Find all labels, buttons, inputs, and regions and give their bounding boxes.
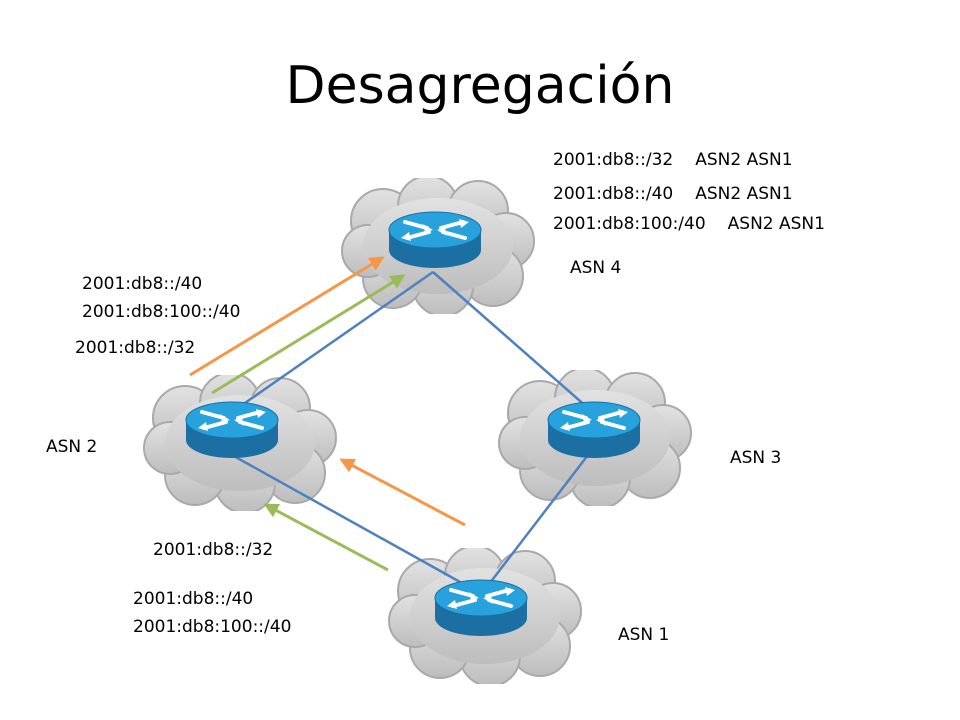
announcement-prefix: 2001:db8::/40 — [133, 589, 254, 609]
arrow-orange-asn1-to-asn2 — [339, 458, 466, 527]
router-asn4-icon — [387, 210, 483, 270]
arrow-green-asn1-to-asn2 — [263, 503, 389, 572]
arrow-orange-asn2-to-asn4 — [189, 256, 385, 377]
asn4-row-prefix: 2001:db8::/40 — [553, 184, 674, 204]
announcement-prefix: 2001:db8:100::/40 — [133, 617, 292, 637]
announcement-prefix: 2001:db8::/32 — [75, 338, 196, 358]
announcement-prefix: 2001:db8::/40 — [82, 274, 203, 294]
announcement-prefix: 2001:db8:100::/40 — [82, 302, 241, 322]
link-asn3-asn1 — [482, 454, 589, 593]
announcement-prefix: 2001:db8::/32 — [153, 540, 274, 560]
asn3-label: ASN 3 — [730, 448, 782, 468]
arrow-green-asn2-to-asn4 — [211, 274, 406, 395]
asn4-label: ASN 4 — [570, 258, 622, 278]
asn4-row-prefix: 2001:db8:100:/40 — [553, 214, 706, 234]
link-asn4-asn3 — [432, 271, 597, 416]
link-asn2-asn4 — [231, 270, 434, 414]
asn4-table-row: 2001:db8::/40 ASN2 ASN1 — [553, 184, 793, 204]
router-asn3-icon — [546, 400, 642, 460]
asn4-table-row: 2001:db8:100:/40 ASN2 ASN1 — [553, 214, 825, 234]
router-asn1-icon — [433, 578, 529, 638]
asn4-row-path: ASN2 ASN1 — [695, 184, 793, 204]
asn1-label: ASN 1 — [618, 625, 670, 645]
asn4-table-row: 2001:db8::/32 ASN2 ASN1 — [553, 150, 793, 170]
asn2-label: ASN 2 — [46, 437, 98, 457]
asn4-row-path: ASN2 ASN1 — [727, 214, 825, 234]
link-asn2-asn1 — [231, 453, 479, 594]
asn4-row-path: ASN2 ASN1 — [695, 150, 793, 170]
router-asn2-icon — [184, 400, 280, 460]
asn4-row-prefix: 2001:db8::/32 — [553, 150, 674, 170]
slide-title: Desagregación — [285, 56, 675, 116]
